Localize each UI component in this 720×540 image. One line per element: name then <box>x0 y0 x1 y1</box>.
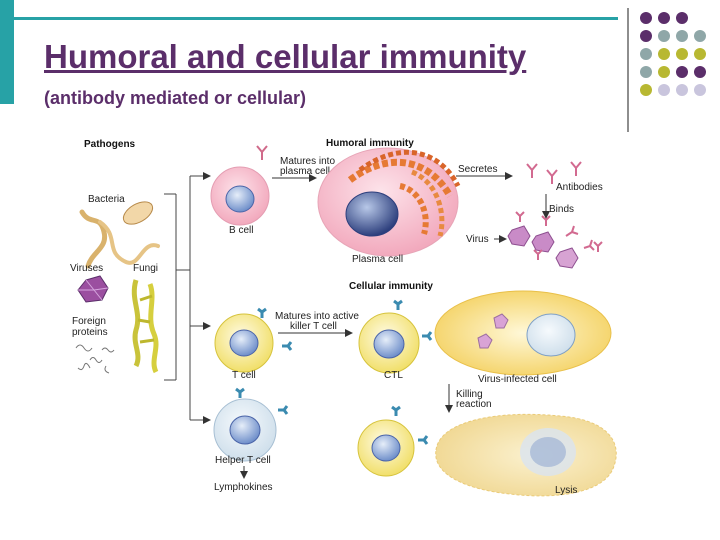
helper-t-cell <box>214 389 287 461</box>
viruses-label: Viruses <box>70 263 103 274</box>
virus-particle-icon <box>78 276 108 302</box>
fungi-icon <box>134 280 156 372</box>
lysed-cell <box>436 414 617 496</box>
antibody-icon <box>257 146 267 160</box>
cellular-immunity-label: Cellular immunity <box>349 281 433 292</box>
foreign-proteins-icon <box>76 345 114 373</box>
plasma-cell-label: Plasma cell <box>352 254 403 265</box>
virus-label: Virus <box>466 234 489 245</box>
helper-t-cell-label: Helper T cell <box>215 455 271 466</box>
antibodies-label: Antibodies <box>556 182 603 193</box>
matures-plasma-label-2: plasma cell <box>280 166 330 177</box>
matures-killer-label-2: killer T cell <box>290 321 337 332</box>
ctl-cell-lysis <box>358 407 427 476</box>
fungi-label: Fungi <box>133 263 158 274</box>
lymphokines-label: Lymphokines <box>214 482 273 493</box>
bacteria-label: Bacteria <box>88 194 125 205</box>
lysis-label: Lysis <box>555 485 577 496</box>
secretes-label: Secretes <box>458 164 497 175</box>
b-cell-label: B cell <box>229 225 253 236</box>
binds-label: Binds <box>549 204 574 215</box>
antibodies-group <box>527 162 581 184</box>
b-cell <box>211 167 269 225</box>
bacteria-icon <box>82 197 158 266</box>
plasma-cell <box>318 148 458 256</box>
t-cell-label: T cell <box>232 370 256 381</box>
virus-antibody-complex <box>508 212 602 268</box>
virus-infected-cell-label: Virus-infected cell <box>478 374 557 385</box>
humoral-immunity-label: Humoral immunity <box>326 138 414 149</box>
killing-reaction-label-2: reaction <box>456 399 492 410</box>
pathogens-label: Pathogens <box>84 139 136 150</box>
t-cell <box>215 314 273 372</box>
ctl-label: CTL <box>384 370 403 381</box>
foreign-proteins-label-2: proteins <box>72 327 108 338</box>
ctl-cell <box>359 301 431 373</box>
pathogen-connector <box>164 176 210 420</box>
foreign-proteins-label-1: Foreign <box>72 316 106 327</box>
virus-infected-cell <box>435 291 611 375</box>
